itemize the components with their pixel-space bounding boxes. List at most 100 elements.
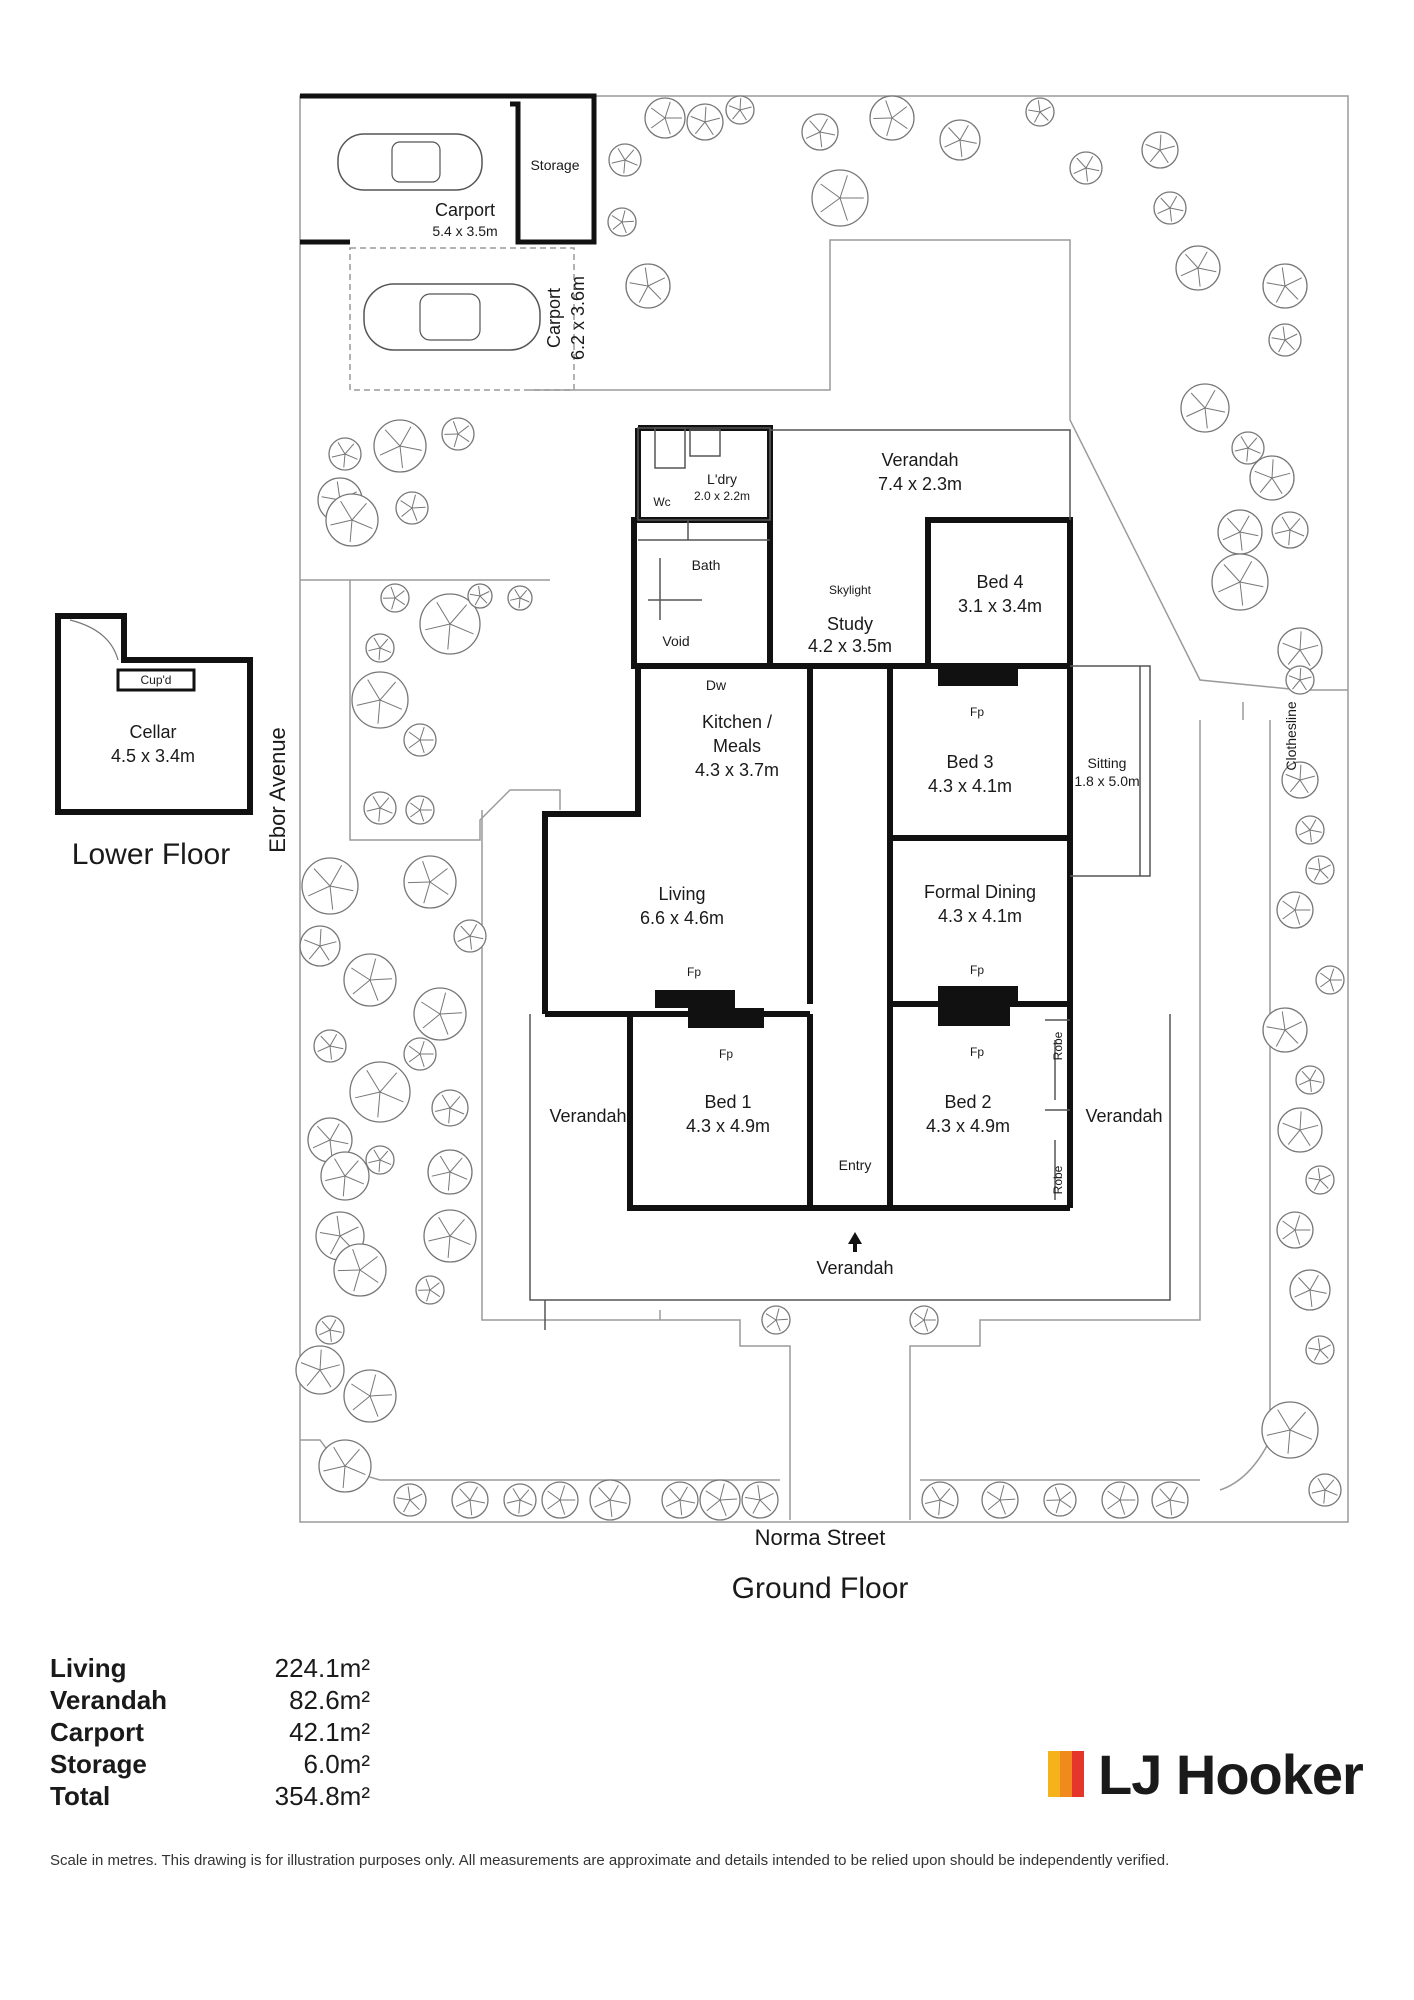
verandah-right: Verandah xyxy=(1085,1106,1162,1126)
brand-logo: LJ Hooker xyxy=(1048,1742,1364,1806)
verandah-top-name: Verandah xyxy=(881,450,958,470)
side-street-label: Ebor Avenue xyxy=(265,727,290,853)
dining-name: Formal Dining xyxy=(924,882,1036,902)
tree-icon xyxy=(403,723,437,757)
tree-icon xyxy=(427,1149,473,1195)
tree-icon xyxy=(1308,1473,1342,1507)
tree-icon xyxy=(761,1305,791,1335)
tree-icon xyxy=(507,585,533,611)
tree-icon xyxy=(1295,815,1325,845)
tree-icon xyxy=(1315,965,1345,995)
tree-icon xyxy=(365,633,395,663)
fireplace-label: Fp xyxy=(687,965,701,979)
tree-icon xyxy=(299,925,341,967)
verandah-front: Verandah xyxy=(816,1258,893,1278)
tree-icon xyxy=(1180,383,1230,433)
tree-icon xyxy=(644,97,686,139)
tree-icon xyxy=(1262,263,1308,309)
logo-text: LJ Hooker xyxy=(1098,1742,1364,1806)
fireplace-label: Fp xyxy=(970,705,984,719)
property-boundary xyxy=(299,95,1349,1523)
tree-icon xyxy=(415,1275,445,1305)
front-street-label: Norma Street xyxy=(755,1525,886,1550)
carport2-name: Carport xyxy=(544,288,564,348)
tree-icon xyxy=(625,263,671,309)
tree-icon xyxy=(295,1345,345,1395)
tree-icon xyxy=(725,95,755,125)
storage-label: Storage xyxy=(530,157,579,173)
tree-icon xyxy=(1249,455,1295,501)
tree-icon xyxy=(686,103,724,141)
void-label: Void xyxy=(662,633,689,649)
tree-icon xyxy=(419,593,481,655)
kitchen-dim: 4.3 x 3.7m xyxy=(695,760,779,780)
tree-icon xyxy=(589,1479,631,1521)
living-name: Living xyxy=(658,884,705,904)
logo-bar xyxy=(1060,1751,1072,1797)
logo-bar xyxy=(1048,1751,1060,1797)
tree-icon xyxy=(1211,553,1269,611)
fireplace-label: Fp xyxy=(970,1045,984,1059)
tree-icon xyxy=(1276,891,1314,929)
dishwasher-label: Dw xyxy=(706,677,727,693)
fireplaces xyxy=(655,668,1018,1028)
tree-icon xyxy=(431,1089,469,1127)
cellar-plan xyxy=(55,613,253,815)
tree-icon xyxy=(1261,1401,1319,1459)
carport1-name: Carport xyxy=(435,200,495,220)
verandah-top-dim: 7.4 x 2.3m xyxy=(878,474,962,494)
tree-icon xyxy=(869,95,915,141)
tree-icon xyxy=(351,671,409,729)
skylight-label: Skylight xyxy=(829,583,872,597)
tree-icon xyxy=(811,169,869,227)
tree-icon xyxy=(315,1315,345,1345)
tree-icon xyxy=(1268,323,1302,357)
tree-icon xyxy=(921,1481,959,1519)
tree-icon xyxy=(1231,431,1265,465)
tree-icon xyxy=(393,1483,427,1517)
tree-icon xyxy=(343,1369,397,1423)
bed3-name: Bed 3 xyxy=(946,752,993,772)
tree-icon xyxy=(1262,1007,1308,1053)
bed1-dim: 4.3 x 4.9m xyxy=(686,1116,770,1136)
dining-dim: 4.3 x 4.1m xyxy=(938,906,1022,926)
plan-labels: Ebor Avenue Norma Street Lower Floor Gro… xyxy=(72,157,1299,1605)
tree-icon xyxy=(405,795,435,825)
disclaimer: Scale in metres. This drawing is for ill… xyxy=(50,1852,1170,1869)
tree-icon xyxy=(328,437,362,471)
tree-icon xyxy=(1289,1269,1331,1311)
tree-icon xyxy=(981,1481,1019,1519)
tree-icon xyxy=(1305,1165,1335,1195)
bed2-dim: 4.3 x 4.9m xyxy=(926,1116,1010,1136)
tree-icon xyxy=(451,1481,489,1519)
study-name: Study xyxy=(827,614,873,634)
tree-icon xyxy=(395,491,429,525)
tree-icon xyxy=(318,1439,372,1493)
laundry-dim: 2.0 x 2.2m xyxy=(694,489,750,503)
tree-icon xyxy=(1285,665,1315,695)
tree-icon xyxy=(1141,131,1179,169)
bed4-dim: 3.1 x 3.4m xyxy=(958,596,1042,616)
tree-icon xyxy=(320,1151,370,1201)
tree-icon xyxy=(1217,509,1263,555)
tree-icon xyxy=(1025,97,1055,127)
fireplace-label: Fp xyxy=(970,963,984,977)
tree-icon xyxy=(1101,1481,1139,1519)
kitchen-name-2: Meals xyxy=(713,736,761,756)
tree-icon xyxy=(741,1481,779,1519)
clothesline-label: Clothesline xyxy=(1283,701,1299,770)
bed1-name: Bed 1 xyxy=(704,1092,751,1112)
tree-icon xyxy=(541,1481,579,1519)
tree-icon xyxy=(380,583,410,613)
bed3-dim: 4.3 x 4.1m xyxy=(928,776,1012,796)
tree-icon xyxy=(661,1481,699,1519)
cellar-name: Cellar xyxy=(129,722,176,742)
car-icon xyxy=(337,133,483,191)
bath-label: Bath xyxy=(692,557,721,573)
entry-arrow-icon xyxy=(848,1232,862,1252)
carport1-dim: 5.4 x 3.5m xyxy=(432,223,497,239)
